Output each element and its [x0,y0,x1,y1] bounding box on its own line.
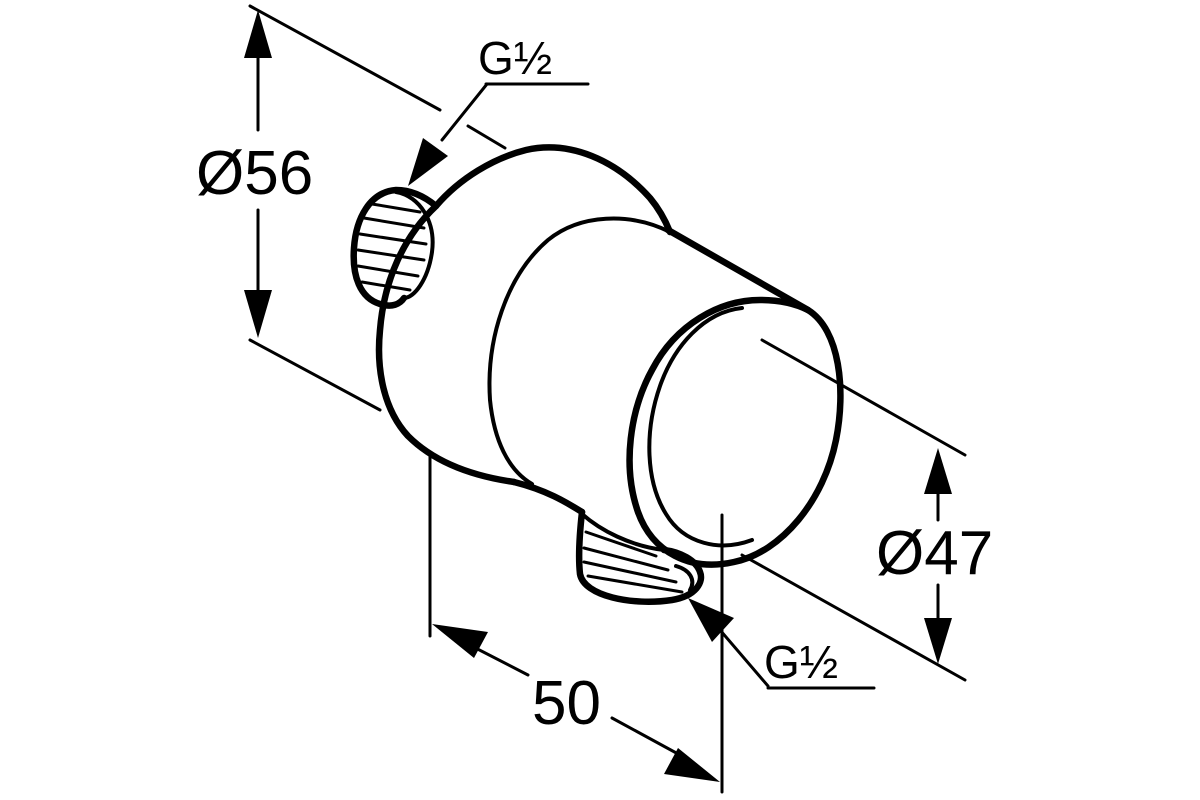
wall-outlet-body [375,144,844,568]
label-thread-top: G½ [478,32,552,84]
thread-top-ridge-6 [360,280,412,292]
dimension-line-50-lower [610,716,682,757]
thread-bottom [575,508,705,605]
extension-line-o56-top [248,4,442,112]
front-face-outer [626,296,844,568]
leader-line-thread-bottom [718,628,770,688]
cylinder-top-edge [664,226,812,314]
front-face-inner-ring [647,306,754,548]
thread-top-tip [394,190,435,300]
thread-bottom-end-cap [674,564,695,592]
arrowhead-o47-top [924,448,952,494]
arrowhead-o47-bottom [924,618,952,664]
label-length: 50 [532,669,601,738]
arrowhead-thread-top [408,138,448,186]
extension-line-o47-top [760,338,967,457]
leader-line-thread-top [440,82,489,142]
thread-bottom-ridge-4 [586,574,684,594]
arrowhead-o56-top [244,10,272,58]
arrowhead-50-right [664,748,720,782]
extension-line-o47-bottom [740,553,967,682]
thread-top [350,186,440,309]
cylinder-left-silhouette [487,216,672,486]
thread-top-ridge-5 [356,264,420,278]
cylinder-bottom-edge [510,478,586,516]
thread-bottom-outline [575,508,705,605]
thread-bottom-ridge-2 [582,546,670,572]
arrowhead-50-left [432,624,488,658]
thread-top-ridge-4 [356,248,426,262]
thread-top-ridge-2 [362,216,426,230]
thread-bottom-ridge-1 [584,530,658,558]
thread-top-ridge-3 [358,232,428,246]
arrowhead-o56-bottom [244,290,272,338]
thread-bottom-ridge-3 [582,560,678,584]
extension-line-o56-bottom [248,338,382,412]
thread-bottom-top-rim [580,512,666,552]
arrowhead-thread-bottom [688,598,734,642]
label-outer-diameter: Ø56 [196,139,313,208]
extension-line-o56-top-continuation [466,124,507,150]
dimension-lines [244,4,967,794]
label-inner-diameter: Ø47 [876,519,993,588]
label-thread-bottom: G½ [764,636,838,688]
thread-top-outline [350,186,440,309]
thread-top-ridge-1 [370,202,422,214]
